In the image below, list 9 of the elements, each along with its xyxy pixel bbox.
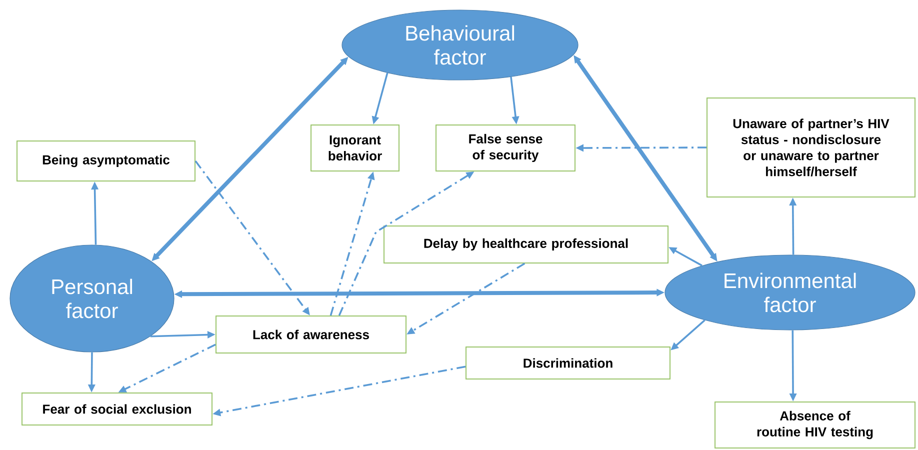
factor-box: Ignorant behavior — [310, 124, 400, 172]
factor-box: Absence of routine HIV testing — [714, 402, 916, 448]
factor-box: Discrimination — [466, 346, 670, 380]
factor-box: Being asymptomatic — [16, 140, 196, 182]
factor-box: Lack of awareness — [216, 316, 406, 354]
factor-box: Fear of social exclusion — [22, 392, 212, 426]
factor-box: Unaware of partner’s HIV status - nondisclosure or unaware to partner himself/herself — [706, 98, 916, 198]
factor-box: False sense of security — [436, 124, 576, 172]
factor-box: Delay by healthcare professional — [384, 226, 668, 264]
